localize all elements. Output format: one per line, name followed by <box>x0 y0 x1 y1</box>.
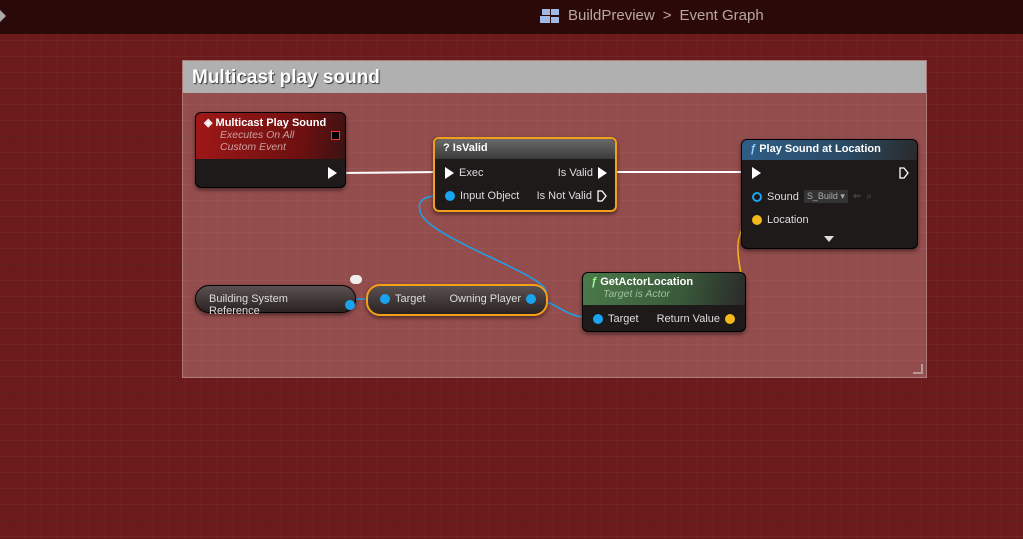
reference-out-pin[interactable] <box>345 300 355 310</box>
play-sound-at-location-node[interactable]: ƒ Play Sound at Location Sound S_Build ▾… <box>741 139 918 249</box>
breadcrumb: BuildPreview > Event Graph <box>540 7 764 24</box>
pin-label-location: Location <box>767 214 809 226</box>
browse-search-icon[interactable]: ⌕ <box>866 191 872 202</box>
location-pin[interactable] <box>752 215 762 225</box>
use-asset-arrow-icon[interactable]: ⇐ <box>852 191 862 202</box>
get-actor-location-node[interactable]: ƒ GetActorLocation Target is Actor Targe… <box>582 272 746 332</box>
node-title: Building System Reference <box>209 293 288 317</box>
event-icon: ◈ <box>204 117 213 129</box>
back-arrow-icon[interactable] <box>0 10 6 22</box>
function-icon: ƒ <box>750 143 757 155</box>
pin-label-target: Target <box>608 313 639 325</box>
breadcrumb-separator: > <box>662 7 672 24</box>
target-pin[interactable] <box>593 314 603 324</box>
resize-handle[interactable] <box>913 364 923 374</box>
question-icon: ? <box>443 142 450 154</box>
node-title: Play Sound at Location <box>759 143 881 155</box>
sound-value: S_Build <box>806 191 838 201</box>
node-subtitle: Target is Actor <box>603 288 670 300</box>
blueprint-icon <box>540 8 560 24</box>
pure-node-icon <box>350 275 362 284</box>
sound-pin[interactable] <box>752 191 762 202</box>
node-subtitle-1: Executes On All <box>220 129 295 141</box>
input-object-pin[interactable] <box>445 191 455 201</box>
node-title: IsValid <box>452 142 488 154</box>
node-subtitle-2: Custom Event <box>220 141 286 153</box>
sound-asset-dropdown[interactable]: S_Build ▾ <box>803 190 848 203</box>
pin-label-owning-player: Owning Player <box>449 293 521 305</box>
pin-label-target: Target <box>395 293 426 305</box>
breadcrumb-blueprint[interactable]: BuildPreview <box>568 7 655 24</box>
exec-out-pin[interactable] <box>328 167 337 179</box>
exec-in-pin[interactable] <box>752 167 761 179</box>
breadcrumb-graph[interactable]: Event Graph <box>679 7 764 24</box>
top-bar: BuildPreview > Event Graph <box>0 0 1023 34</box>
is-valid-pin[interactable] <box>598 167 607 179</box>
owning-player-out-pin[interactable] <box>526 294 536 304</box>
building-system-reference-node[interactable]: Building System Reference <box>195 285 356 317</box>
exec-in-pin[interactable] <box>445 167 454 179</box>
node-title: GetActorLocation <box>600 276 694 288</box>
expand-arrow-icon[interactable] <box>824 236 834 242</box>
is-not-valid-pin[interactable] <box>597 190 607 202</box>
owning-player-node[interactable]: Target Owning Player <box>366 284 548 316</box>
replication-icon <box>331 131 340 140</box>
target-pin[interactable] <box>380 294 390 304</box>
pin-label-return-value: Return Value <box>656 313 720 325</box>
exec-wire-event-isvalid <box>339 171 441 174</box>
isvalid-node[interactable]: ? IsValid Exec Input Object Is Valid Is … <box>433 137 617 212</box>
pin-label-sound: Sound <box>767 190 799 203</box>
event-node-multicast-play-sound[interactable]: ◈ Multicast Play Sound Executes On All C… <box>195 112 346 188</box>
pin-label-is-not-valid: Is Not Valid <box>536 190 592 202</box>
function-icon: ƒ <box>591 276 598 288</box>
exec-out-pin[interactable] <box>899 167 909 179</box>
pin-label-input-object: Input Object <box>460 190 520 202</box>
return-value-pin[interactable] <box>725 314 735 324</box>
pin-label-is-valid: Is Valid <box>557 167 593 179</box>
node-title: Multicast Play Sound <box>215 117 327 129</box>
pin-label-exec: Exec <box>459 167 484 179</box>
comment-title[interactable]: Multicast play sound <box>183 61 926 93</box>
